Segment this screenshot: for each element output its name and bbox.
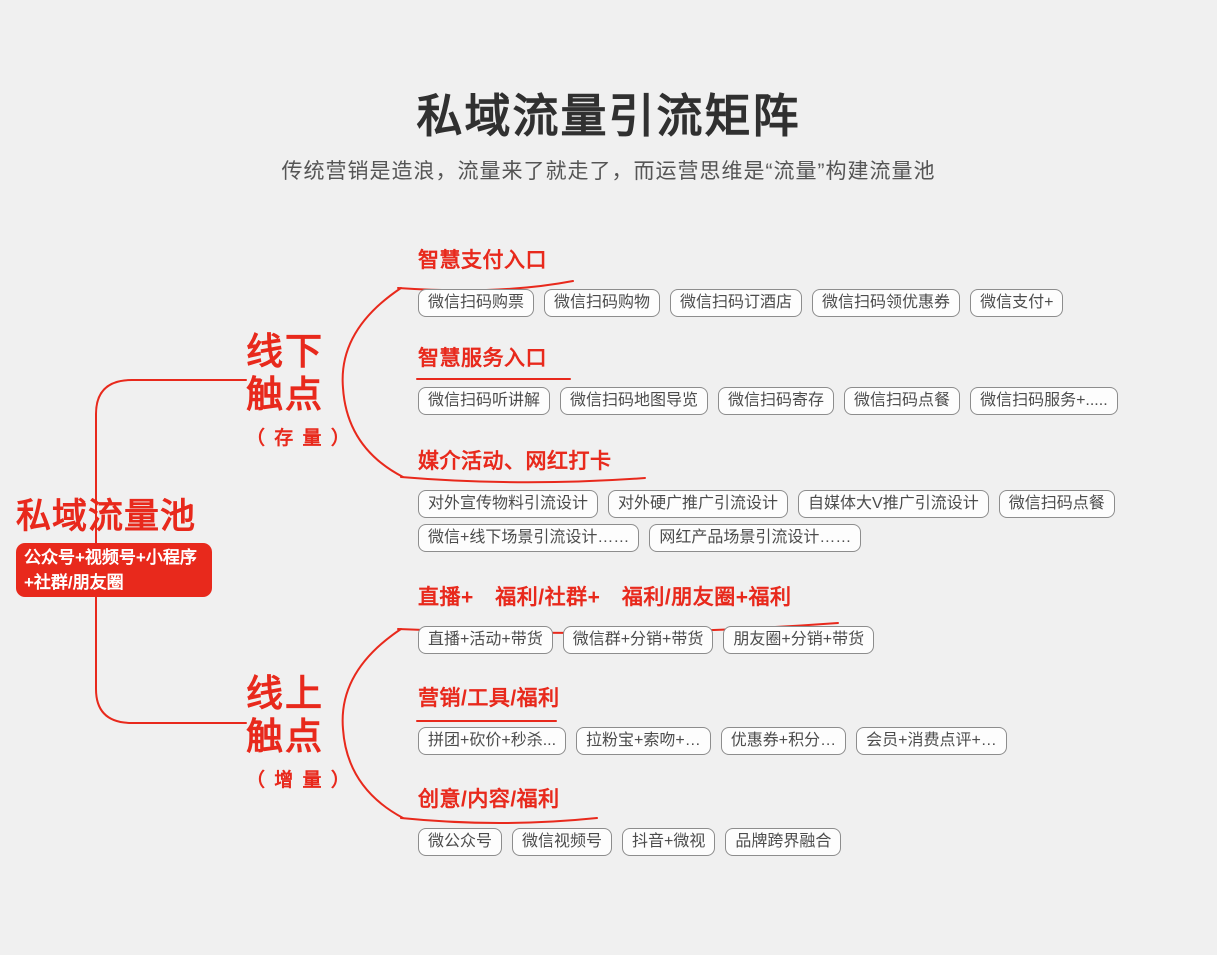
tag-item: 品牌跨界融合 [725,828,842,856]
section-creative-content-welfare: 创意/内容/福利 微公众号微信视频号抖音+微视品牌跨界融合 [418,788,842,856]
tag-item: 对外宣传物料引流设计 [418,490,599,518]
section-marketing-tools-welfare: 营销/工具/福利 拼团+砍价+秒杀... 拉粉宝+索吻+… 优惠券+积分… 会员+消费… [418,687,1007,755]
branch-label-line: 触点 [246,716,324,757]
underline-media-activity [400,476,646,484]
section-smart-payment-entry: 智慧支付入口 微信扫码购票微信扫码购物微信扫码订酒店微信扫码领优惠券微信支付+ [418,249,1064,317]
tag-item: 优惠券+积分… [720,727,847,755]
root-node-title: 私域流量池 [16,497,197,536]
tag-item: 微信扫码点餐 [844,387,961,415]
branch-note: （ 增 量 ） [246,770,352,791]
header-block: 私域流量引流矩阵 传统营销是造浪，流量来了就走了，而运营思维是“流量”构建流量池 [0,88,1217,186]
page-subtitle: 传统营销是造浪，流量来了就走了，而运营思维是“流量”构建流量池 [281,160,936,183]
tag-row: 微信+线下场景引流设计…… 网红产品场景引流设计…… [418,524,1115,552]
tag-item: 微信扫码购物 [544,289,661,317]
branch-offline-touchpoints: 线下 触点 （ 存 量 ） [246,330,352,450]
tag-item: 朋友圈+分销+带货 [723,626,875,654]
section-smart-service-entry: 智慧服务入口 微信扫码听讲解微信扫码地图导览微信扫码寄存微信扫码点餐微信扫码服务… [418,347,1118,415]
tag-item: 微信扫码寄存 [718,387,835,415]
root-detail-line: +社群/朋友圈 [24,573,124,592]
section-title: 直播+ 福利/社群+ 福利/朋友圈+福利 [418,586,792,609]
section-tags: 微公众号微信视频号抖音+微视品牌跨界融合 [418,828,842,856]
tag-item: 对外硬广推广引流设计 [608,490,789,518]
tag-item: 微信扫码购票 [418,289,535,317]
root-detail-line: 公众号+视频号+小程序 [24,548,197,567]
branch-label-line: 线上 [246,673,324,714]
section-media-activity: 媒介活动、网红打卡 对外宣传物料引流设计对外硬广推广引流设计自媒体大V推广引流设… [418,450,1115,552]
section-tags: 微信扫码购票微信扫码购物微信扫码订酒店微信扫码领优惠券微信支付+ [418,289,1064,317]
section-tags: 拼团+砍价+秒杀... 拉粉宝+索吻+… 优惠券+积分… 会员+消费点评+… [418,727,1007,755]
tag-row: 微信扫码听讲解微信扫码地图导览微信扫码寄存微信扫码点餐微信扫码服务+..... [418,387,1118,415]
section-title: 智慧服务入口 [418,347,547,370]
tag-item: 自媒体大V推广引流设计 [798,490,989,518]
section-tags: 直播+活动+带货微信群+分销+带货朋友圈+分销+带货 [418,626,875,654]
tag-item: 微信支付+ [970,289,1064,317]
page-title: 私域流量引流矩阵 [416,90,801,142]
tag-row: 拼团+砍价+秒杀... 拉粉宝+索吻+… 优惠券+积分… 会员+消费点评+… [418,727,1007,755]
tag-row: 对外宣传物料引流设计对外硬广推广引流设计自媒体大V推广引流设计微信扫码点餐 [418,490,1115,518]
tag-item: 微公众号 [418,828,503,856]
tag-row: 微信扫码购票微信扫码购物微信扫码订酒店微信扫码领优惠券微信支付+ [418,289,1064,317]
tag-item: 抖音+微视 [622,828,716,856]
tag-row: 直播+活动+带货微信群+分销+带货朋友圈+分销+带货 [418,626,875,654]
online-branch-arc [341,628,404,819]
tag-item: 微信群+分销+带货 [562,626,714,654]
tag-item: 微信+线下场景引流设计…… [418,524,640,552]
branch-note: （ 存 量 ） [246,428,352,449]
tag-item: 微信扫码听讲解 [418,387,551,415]
section-tags: 微信扫码听讲解微信扫码地图导览微信扫码寄存微信扫码点餐微信扫码服务+..... [418,387,1118,415]
section-title: 智慧支付入口 [418,249,547,272]
section-tags: 对外宣传物料引流设计对外硬广推广引流设计自媒体大V推广引流设计微信扫码点餐微信+… [418,490,1115,552]
root-node-detail-box: 公众号+视频号+小程序 +社群/朋友圈 [16,543,212,597]
section-live-community-welfare: 直播+ 福利/社群+ 福利/朋友圈+福利 直播+活动+带货微信群+分销+带货朋友… [418,586,875,654]
section-title: 媒介活动、网红打卡 [418,450,612,473]
branch-label-line: 触点 [246,374,324,415]
branch-online-touchpoints: 线上 触点 （ 增 量 ） [246,672,352,792]
tag-item: 微信扫码地图导览 [560,387,709,415]
tag-item: 微信视频号 [512,828,613,856]
tag-item: 网红产品场景引流设计…… [649,524,862,552]
tag-item: 微信扫码订酒店 [670,289,803,317]
tag-item: 微信扫码领优惠券 [812,289,961,317]
underline-creative-content [400,817,598,824]
tag-item: 微信扫码服务+..... [970,387,1118,415]
section-title: 营销/工具/福利 [418,687,560,710]
offline-branch-arc [341,287,404,478]
tag-item: 会员+消费点评+… [856,727,1007,755]
tag-item: 微信扫码点餐 [998,490,1115,518]
tag-item: 拼团+砍价+秒杀... [418,727,567,755]
tag-row: 微公众号微信视频号抖音+微视品牌跨界融合 [418,828,842,856]
branch-label-line: 线下 [246,331,324,372]
root-node: 私域流量池 公众号+视频号+小程序 +社群/朋友圈 [16,496,216,597]
section-title: 创意/内容/福利 [418,788,560,811]
tag-item: 直播+活动+带货 [418,626,553,654]
tag-item: 拉粉宝+索吻+… [576,727,711,755]
